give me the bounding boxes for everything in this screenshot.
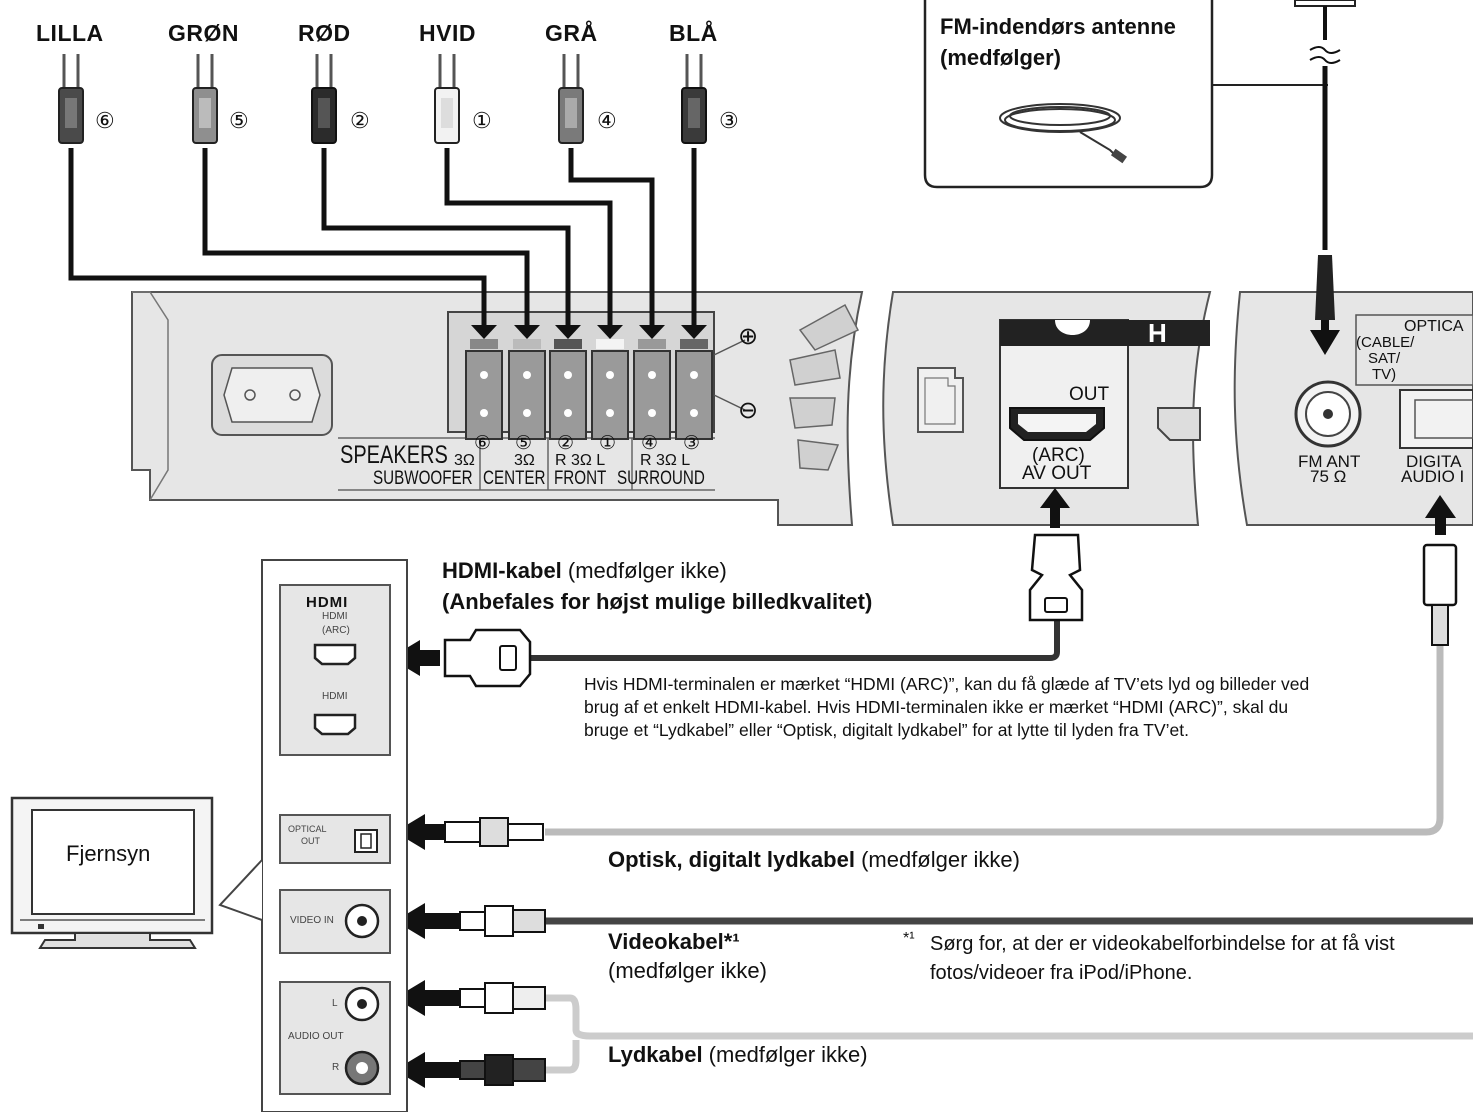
tv-optical-1: OPTICAL [288,824,327,834]
group-front: FRONT [554,468,607,489]
tv-hdmi-arc-2: (ARC) [322,625,350,636]
speaker-color-roed: RØD [298,20,351,46]
surround-rl: R 3Ω L [640,452,691,469]
right-panel [1233,291,1473,535]
fm-antenna-callout [923,0,1356,355]
optical-in-port [1399,389,1473,449]
speaker-wires [68,148,697,325]
front-rl: R 3Ω L [555,452,606,469]
av-out-label: AV OUT [1022,463,1092,484]
tv-hdmi-logo: HDMI [306,594,349,611]
fan-vents [789,303,860,471]
hdmi-av-out-block [999,319,1129,489]
tv-audio-out: AUDIO OUT [288,1031,344,1042]
hdmi-note: Hvis HDMI-terminalen er mærket “HDMI (AR… [584,674,1310,740]
middle-panel [882,291,1212,528]
tv-label: Fjernsyn [66,841,151,866]
plug-number: ② [350,108,370,133]
hdmi-badge: H [1148,318,1167,348]
impedance-center: 3Ω [514,452,535,469]
terminal-number: ④ [641,433,659,454]
antenna-title: FM-indendørs antenne [940,14,1176,39]
hdmi-arc-label: (ARC) [1032,445,1085,466]
speaker-color-blaa: BLÅ [669,20,718,46]
optical-cable [395,543,1458,850]
tv-illustration [10,796,214,949]
speaker-terminals [465,325,713,440]
audio-cable-label: Lydkabel (medfølger ikke) [608,1042,868,1068]
terminal-number: ③ [683,433,701,454]
optical-cable-label: Optisk, digitalt lydkabel (medfølger ikk… [608,847,1020,873]
fm-ant-label: FM ANT [1298,452,1361,471]
group-subwoofer: SUBWOOFER [373,468,473,489]
terminal-number: ① [599,433,617,454]
plug-number: ① [472,108,492,133]
speaker-plugs [58,54,707,144]
video-cable-label: Videokabel*¹ [608,929,740,954]
terminal-number: ⑤ [515,433,533,454]
optical-cable-label-normal: (medfølger ikke) [854,847,1020,872]
hdmi-out-label: OUT [1069,384,1110,405]
plug-number: ④ [597,108,617,133]
lan-port [917,367,964,433]
speaker-color-groen: GRØN [168,20,239,46]
hdmi-cable-label: HDMI-kabel (medfølger ikke) [442,558,727,584]
speaker-color-hvid: HVID [419,20,476,46]
audio-cable-label-bold: Lydkabel [608,1042,703,1067]
antenna-subtitle: (medfølger) [940,45,1061,70]
minus-symbol: ⊖ [738,397,759,424]
footnote-text: Sørg for, at der er videokabelforbindels… [930,933,1395,984]
hdmi-recommend: (Anbefales for højst mulige billedkvalit… [442,589,873,614]
plug-number: ⑥ [95,108,115,133]
optical-sub-3: TV) [1372,366,1397,383]
plug-number: ⑤ [229,108,249,133]
footnote-mark: *¹ [903,930,915,947]
speaker-color-graa: GRÅ [545,20,598,46]
video-cable [395,903,1473,939]
speaker-color-lilla: LILLA [36,20,104,46]
fm-ant-impedance: 75 Ω [1310,467,1347,486]
plug-number: ③ [719,108,739,133]
video-cable-sub: (medfølger ikke) [608,958,767,983]
optical-cable-label-bold: Optisk, digitalt lydkabel [608,847,855,872]
tv-audio-l: L [332,998,338,1009]
hdmi-cable [390,533,1084,688]
impedance-subwoofer: 3Ω [454,452,475,469]
tv-audio-r: R [332,1062,340,1073]
digital-audio-line1: DIGITA [1406,452,1462,471]
terminal-number: ② [557,433,575,454]
tv-side-panel [218,559,408,1112]
group-center: CENTER [483,468,546,489]
hdmi-cable-label-bold: HDMI-kabel [442,558,562,583]
hdmi-cable-label-normal: (medfølger ikke) [561,558,727,583]
tv-optical-2: OUT [301,836,320,846]
plus-symbol: ⊕ [738,323,759,350]
audio-cable [395,980,1473,1088]
optical-header: OPTICA [1404,318,1464,335]
tv-hdmi-arc-1: HDMI [322,611,348,622]
terminal-number: ⑥ [474,433,492,454]
tv-video-in: VIDEO IN [290,915,334,926]
group-surround: SURROUND [617,468,705,489]
optical-sub-2: SAT/ [1368,350,1401,367]
tv-hdmi-plain: HDMI [322,691,348,702]
audio-cable-label-normal: (medfølger ikke) [702,1042,868,1067]
digital-audio-line2: AUDIO I [1401,467,1465,486]
speakers-panel-label: SPEAKERS [340,441,448,469]
optical-sub-1: (CABLE/ [1356,334,1415,351]
